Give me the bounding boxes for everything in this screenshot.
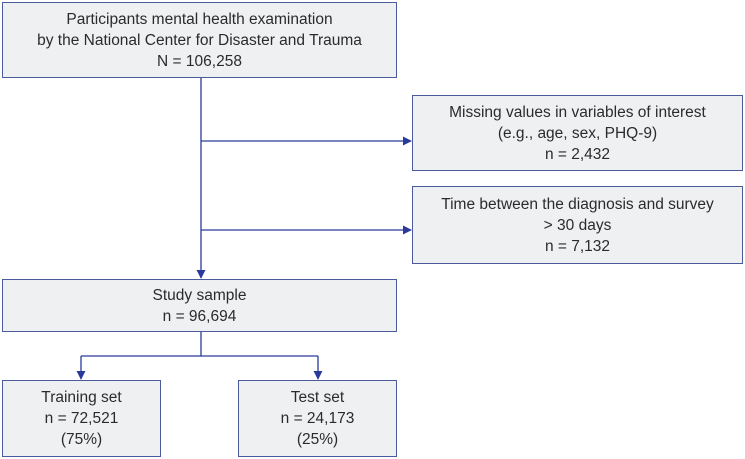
missing-values-box: Missing values in variables of interest … bbox=[412, 95, 743, 171]
time-count: n = 7,132 bbox=[544, 237, 611, 255]
participants-box: Participants mental health examination b… bbox=[2, 2, 397, 78]
missing-count: n = 2,432 bbox=[544, 145, 611, 163]
time-line2: > 30 days bbox=[543, 216, 612, 234]
participants-count: N = 106,258 bbox=[157, 52, 242, 70]
training-set-box: Training set n = 72,521 (75%) bbox=[2, 380, 161, 457]
training-percent: (75%) bbox=[60, 431, 103, 448]
participants-line1: Participants mental health examination bbox=[66, 10, 333, 28]
study-count: n = 96,694 bbox=[162, 307, 237, 325]
test-percent: (25%) bbox=[296, 431, 339, 448]
missing-line2: (e.g., age, sex, PHQ-9) bbox=[497, 124, 658, 142]
training-count: n = 72,521 bbox=[44, 410, 119, 427]
study-label: Study sample bbox=[152, 286, 247, 304]
time-exclusion-box: Time between the diagnosis and survey > … bbox=[412, 186, 743, 264]
study-sample-box: Study sample n = 96,694 bbox=[2, 279, 397, 332]
test-set-box: Test set n = 24,173 (25%) bbox=[238, 380, 397, 457]
test-label: Test set bbox=[290, 389, 345, 406]
test-count: n = 24,173 bbox=[280, 410, 355, 427]
missing-line1: Missing values in variables of interest bbox=[449, 103, 706, 121]
training-label: Training set bbox=[41, 389, 122, 406]
time-line1: Time between the diagnosis and survey bbox=[441, 195, 714, 213]
participants-line2: by the National Center for Disaster and … bbox=[37, 31, 362, 49]
